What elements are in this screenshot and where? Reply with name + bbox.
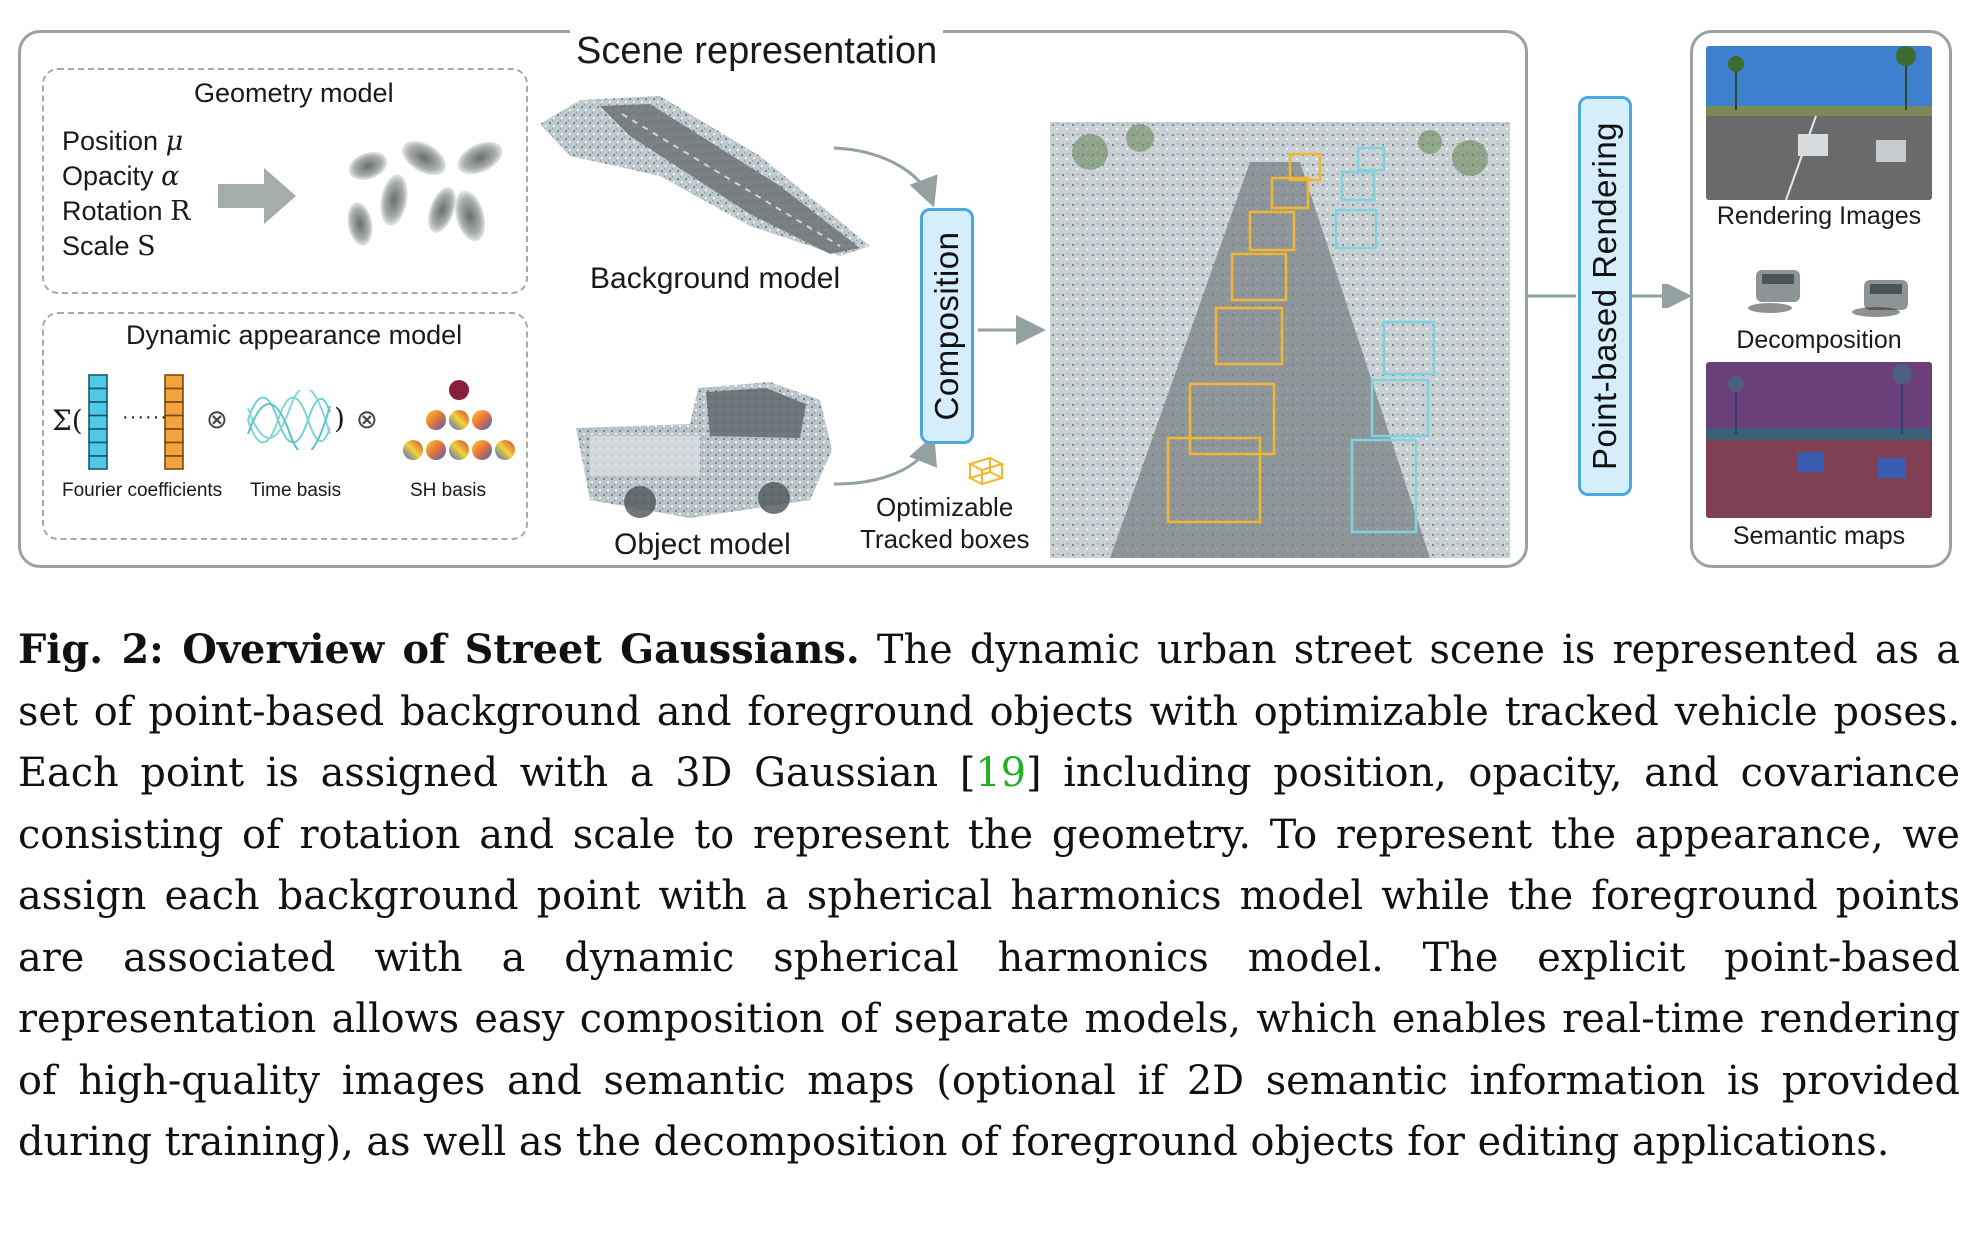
time-basis-waves-icon	[247, 390, 331, 450]
fourier-coefficients-label: Fourier coefficients	[62, 480, 223, 501]
semantic-map-thumbnail	[1706, 362, 1932, 518]
fourier-coefficient-vector-orange	[164, 374, 184, 470]
composition-box: Composition	[920, 208, 974, 444]
object-model-label: Object model	[614, 528, 791, 561]
otimes-2: ⊗	[356, 404, 378, 434]
time-basis-label: Time basis	[250, 480, 342, 501]
caption-text-2: ] including position, opacity, and covar…	[18, 750, 1960, 1165]
appearance-model-title: Dynamic appearance model	[126, 320, 463, 350]
figure-caption: Fig. 2: Overview of Street Gaussians. Th…	[18, 620, 1960, 1174]
attr-scale: Scale S	[62, 231, 156, 262]
close-paren: )	[334, 402, 345, 435]
coefficient-dots: ······	[122, 406, 168, 428]
object-model-point-cloud-image	[576, 382, 832, 518]
decomposition-cars-image	[1748, 270, 1908, 317]
attr-rotation: Rotation R	[62, 196, 191, 227]
decomposition-label: Decomposition	[1736, 326, 1902, 354]
attr-position: Position μ	[62, 126, 184, 157]
background-model-label: Background model	[590, 262, 841, 295]
tracked-box-icon	[967, 456, 1005, 486]
arrow-to-outputs	[1632, 284, 1692, 308]
caption-text-1: The dynamic urban street scene is repres…	[18, 627, 1960, 796]
scene-representation-title: Scene representation	[570, 30, 944, 73]
background-model-point-cloud-image	[540, 96, 870, 256]
geometry-arrow-icon	[218, 168, 296, 224]
point-based-rendering-label: Point-based Rendering	[1586, 121, 1623, 471]
arrow-to-rendering	[1528, 294, 1576, 298]
semantic-maps-label: Semantic maps	[1732, 522, 1906, 550]
gaussian-ellipsoids-icon	[347, 140, 503, 246]
citation-link[interactable]: 19	[975, 750, 1027, 796]
appearance-model-box	[42, 312, 528, 540]
geometry-attributes: Position μ Opacity α Rotation R Scale S	[62, 124, 190, 264]
sh-basis-label: SH basis	[410, 480, 487, 501]
composition-label: Composition	[928, 231, 965, 421]
rendering-image-thumbnail	[1706, 46, 1932, 200]
geometry-model-title: Geometry model	[194, 78, 394, 108]
caption-label: Fig. 2: Overview of Street Gaussians.	[18, 627, 860, 673]
composed-scene-point-cloud-image	[1050, 122, 1510, 558]
figure-2: Scene representation Geometry model Posi…	[0, 0, 1968, 580]
rendering-images-label: Rendering Images	[1716, 202, 1922, 230]
sigma-open: Σ(	[52, 404, 83, 437]
optimizable-label: Optimizable	[876, 492, 1014, 522]
attr-opacity: Opacity α	[62, 161, 180, 192]
tracked-boxes-label: Tracked boxes	[860, 524, 1030, 554]
fourier-coefficient-vector-blue	[88, 374, 108, 470]
flow-arrows	[833, 146, 1046, 486]
otimes-1: ⊗	[206, 404, 228, 434]
sh-basis-spheres-icon	[403, 380, 515, 460]
point-based-rendering-box: Point-based Rendering	[1578, 96, 1632, 496]
geometry-model-box	[42, 68, 528, 294]
